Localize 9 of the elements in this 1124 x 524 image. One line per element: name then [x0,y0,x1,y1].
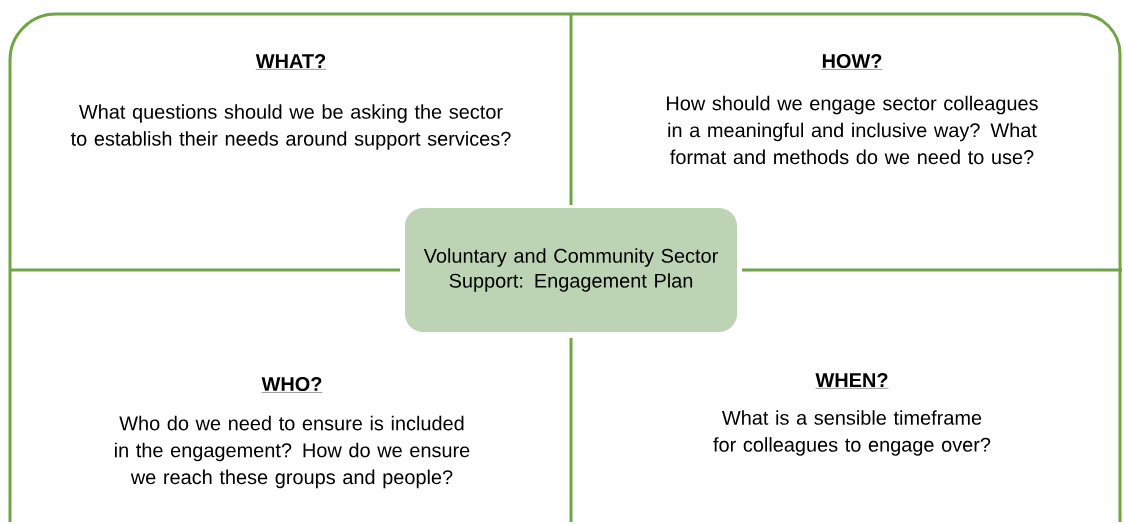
heading: WHAT? [255,54,327,70]
question-text: How should we engage sector colleagues in a meaningful and inclusive way? What format and methods do we need to use? [667,95,1038,165]
heading: WHO? [261,376,323,393]
heading: HOW? [821,53,883,70]
title-box: Voluntary and Community Sector Support: Engagement Plan [405,208,737,332]
question-text: What questions should we be asking the sector to establish their needs around support services? [70,104,511,150]
heading: WHEN? [815,373,889,389]
question-text: Who do we need to ensure is included in the engagement? How do we ensure we reach these groups and people? [115,415,470,489]
question-text: What is a sensible timeframe for colleagues to engage over? [713,410,991,456]
